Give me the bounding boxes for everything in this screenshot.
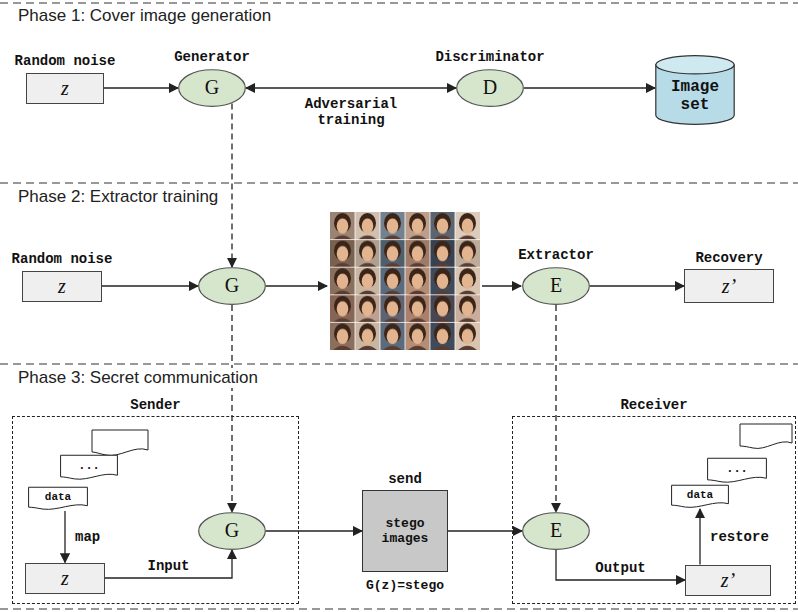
node-label: data xyxy=(45,491,71,503)
generator-ellipse: GeneratorG xyxy=(178,69,246,107)
node-label: z’ xyxy=(721,569,735,592)
noise-box: Random noisez xyxy=(26,73,104,104)
noise-box: Random noisez xyxy=(22,271,102,302)
recovery-box: Recoveryz’ xyxy=(684,269,774,303)
document-outline xyxy=(61,455,118,479)
sender-group: Sender...datazG xyxy=(12,416,299,604)
generated-face-grid xyxy=(330,212,480,350)
separator-line xyxy=(0,182,798,183)
image-set-cylinder: Image set xyxy=(655,55,735,125)
arrow-connector xyxy=(105,550,232,578)
node-label: z xyxy=(61,77,69,100)
edge-label: Output xyxy=(593,560,647,576)
ellipse-shape xyxy=(199,513,266,550)
arrow-connector xyxy=(448,530,522,531)
node-label: ... xyxy=(726,462,748,476)
extractor-ellipse: ExtractorE xyxy=(522,267,590,305)
ellipse-shape xyxy=(523,513,590,550)
edge-label: Input xyxy=(145,558,191,574)
edge-label: Adversarial training xyxy=(293,96,409,128)
noise-box: z xyxy=(25,563,105,594)
arrow-connector xyxy=(64,511,65,563)
flow-arrow xyxy=(266,285,327,286)
ellipse-shape xyxy=(199,268,266,305)
document-shape xyxy=(92,430,148,455)
node-heading: Discriminator xyxy=(435,49,544,65)
document-outline xyxy=(672,485,729,507)
arrow-connector xyxy=(246,87,456,88)
ellipse-shape xyxy=(179,70,246,107)
node-label: D xyxy=(483,76,497,99)
recovery-box: z’ xyxy=(685,565,771,596)
node-label: G xyxy=(205,76,219,99)
arrow-connector xyxy=(699,509,700,565)
cylinder-top xyxy=(656,56,734,74)
phase-title: Phase 2: Extractor training xyxy=(15,187,221,207)
phase-title: Phase 3: Secret communication xyxy=(15,368,261,388)
node-label: Image set xyxy=(663,78,727,114)
node-heading: Recovery xyxy=(695,250,762,266)
node-heading: Extractor xyxy=(518,247,594,263)
ellipse-shape xyxy=(457,70,524,107)
discriminator-ellipse: DiscriminatorD xyxy=(456,69,524,107)
node-label: E xyxy=(550,519,562,542)
faces xyxy=(330,212,480,350)
generator-ellipse: G xyxy=(198,512,266,550)
document-shape: ... xyxy=(707,458,767,484)
node-heading: send xyxy=(388,471,422,487)
dashed-connector xyxy=(555,305,556,512)
stego-box: sendstego images xyxy=(362,490,448,572)
document-shape: data xyxy=(28,487,88,511)
node-heading: Random noise xyxy=(12,251,113,267)
node-heading: Receiver xyxy=(620,397,687,413)
face-grid-lines xyxy=(330,212,480,350)
node-label: G xyxy=(225,519,239,542)
arrow-connector xyxy=(104,87,178,88)
node-label: E xyxy=(550,274,562,297)
node-heading: Random noise xyxy=(15,53,116,69)
receiver-group: ReceiverE...dataz’ xyxy=(512,416,796,604)
phase-separators xyxy=(0,3,798,609)
dashed-connector xyxy=(231,103,232,266)
separator-line xyxy=(0,363,798,364)
extractor-ellipse: E xyxy=(522,512,590,550)
node-label: z xyxy=(58,275,66,298)
document-shape xyxy=(740,424,792,448)
flow-arrow xyxy=(482,285,521,286)
formula-note: G(z)=stego xyxy=(363,578,447,593)
node-heading: Sender xyxy=(130,397,180,413)
arrow-connector xyxy=(266,530,362,531)
separator-line xyxy=(0,608,798,609)
arrow-connector xyxy=(102,285,198,286)
separator-line xyxy=(0,2,798,3)
edge-label: map xyxy=(73,529,102,545)
arrow-connector xyxy=(524,87,655,88)
document-shape: ... xyxy=(60,455,118,481)
node-label: ... xyxy=(78,459,100,473)
document-outline xyxy=(708,458,767,482)
node-label: z’ xyxy=(722,275,736,298)
node-heading: Generator xyxy=(174,49,250,65)
generator-ellipse: G xyxy=(198,267,266,305)
arrow-connector xyxy=(590,285,684,286)
node-label: data xyxy=(687,489,713,501)
edge-label: restore xyxy=(708,529,771,545)
node-label: stego images xyxy=(369,516,441,546)
arrow-connector xyxy=(556,550,685,580)
phase-title: Phase 1: Cover image generation xyxy=(15,6,274,26)
ellipse-shape xyxy=(523,268,590,305)
node-label: z xyxy=(61,567,69,590)
document-outline xyxy=(29,487,88,509)
dashed-connector xyxy=(231,305,232,512)
document-shape: data xyxy=(671,485,729,509)
node-label: G xyxy=(225,274,239,297)
